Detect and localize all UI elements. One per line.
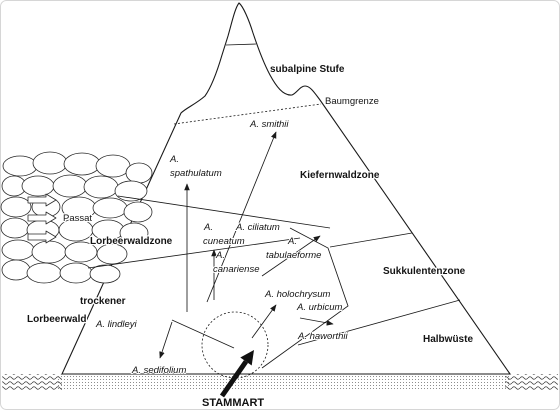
cloud [32,151,68,175]
cloud [92,197,128,219]
species-label-cuneatum-epithet: cuneatum [203,236,245,247]
wind-arrow-icon [27,230,57,244]
arrow-urbicum-haworthii [299,317,334,326]
boundary-succulent-semidesert [297,299,461,346]
wind-arrow-icon [27,211,57,225]
summit-boundary-line [225,43,257,46]
cloud [83,175,119,199]
wind-arrow-icon [27,193,57,207]
zone-label-succulent: Sukkulentenzone [383,266,466,277]
cloud [31,240,67,264]
boundary-succulent-upper [329,232,413,248]
arrow-sedifolium [159,321,173,359]
ancestor-dashed-circle [201,311,269,379]
species-label-urbicum: A. urbicum [296,302,342,313]
origin-arrow-head [240,350,254,366]
trade-wind-arrows [27,193,57,244]
cloud [1,259,31,281]
zone-boundaries [87,195,461,369]
zone-label-dry-laurel-line2: Lorbeerwald [27,314,86,325]
ground-waves-left [2,374,62,391]
zone-label-subalpine: subalpine Stufe [270,64,345,75]
zone-label-laurel-forest: Lorbeerwaldzone [90,236,173,247]
species-label-canariense-epithet: canariense [213,264,259,275]
origin-label: STAMMART [202,397,264,409]
species-label-cuneatum-genus: A. [203,222,213,233]
cloud [114,180,148,202]
zone-label-pine-forest: Kiefernwaldzone [300,170,380,181]
treeline-dashed-line [173,103,322,125]
zone-label-treeline: Baumgrenze [325,96,379,107]
species-label-ciliatum: A. ciliatum [235,222,280,233]
species-label-sedifolium: A. sedifolium [131,365,186,376]
ground-dotted-sediment [58,376,510,391]
cloud [2,155,38,177]
arrow-tabulaeforme [261,235,321,277]
cloud [21,175,55,197]
cloud [95,154,131,178]
origin-arrow-shaft [219,360,249,398]
origin-arrow-icon [219,350,254,398]
boundary-pine-laurel [117,195,331,229]
line-lindleyi [171,319,235,349]
species-label-tabulaeforme-epithet: tabulaeforme [266,250,321,261]
trade-wind-clouds [0,151,153,284]
boundary-holochrysum-loop [261,227,349,369]
ground-strip [2,374,558,391]
species-label-canariense-genus: A. [215,250,225,261]
boundary-laurel-lower [87,237,301,269]
species-label-tabulaeforme-genus: A. [287,236,297,247]
zone-label-semi-desert: Halbwüste [423,334,473,345]
species-label-haworthii: A. haworthii [297,331,349,342]
cloud [119,222,149,244]
species-label-smithii: A. smithii [249,119,289,130]
ground-waves-right [505,374,558,391]
cloud [96,243,128,265]
cloud [52,174,88,198]
cloud [123,201,153,223]
cloud [1,239,35,261]
arrow-smithii [206,131,277,303]
species-label-holochrysum: A. holochrysum [264,289,331,300]
cloud [63,152,101,176]
species-label-spathulatum-genus: A. [169,154,179,165]
species-label-spathulatum-epithet: spathulatum [170,168,222,179]
wind-label: Passat [63,213,92,224]
species-label-lindleyi: A. lindleyi [95,319,138,330]
cloud [0,196,32,218]
cloud [26,262,62,284]
cloud [0,217,30,239]
cloud [125,162,153,184]
zone-label-dry-laurel-line1: trockener [80,296,126,307]
mountain-outline [61,2,511,375]
species-arrows [159,131,334,359]
cloud [59,262,93,284]
arrow-holochrysum [251,304,277,339]
cloud [89,264,121,284]
